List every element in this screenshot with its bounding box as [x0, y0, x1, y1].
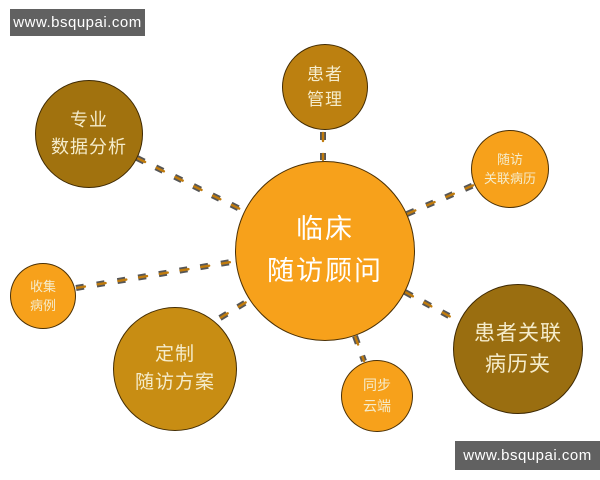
connector-center-to-record-folder: [403, 289, 462, 325]
node-label-line: 随访顾问: [267, 256, 383, 286]
node-custom-followup-plan: 定制 随访方案: [113, 307, 237, 431]
connector-center-to-collect-cases: [74, 258, 239, 291]
node-collect-cases: 收集 病例: [10, 263, 76, 329]
watermark-text: www.bsqupai.com: [463, 447, 592, 464]
node-label-line: 同步: [363, 377, 391, 393]
connector-center-to-data-analysis: [135, 155, 246, 214]
node-sync-cloud: 同步 云端: [341, 360, 413, 432]
node-patient-management: 患者 管理: [282, 44, 368, 130]
node-central-topic: 临床 随访顾问: [235, 161, 415, 341]
node-label-line: 随访: [496, 151, 523, 167]
node-label-line: 随访方案: [134, 372, 215, 393]
watermark-bottom-right: www.bsqupai.com: [455, 441, 600, 470]
node-label-line: 患者关联: [474, 321, 562, 345]
connector-center-to-followup-records: [405, 182, 476, 217]
node-professional-data-analysis: 专业 数据分析: [35, 80, 143, 188]
node-followup-linked-records: 随访 关联病历: [471, 130, 549, 208]
node-label-line: 病例: [29, 298, 56, 313]
node-label-line: 数据分析: [51, 137, 127, 157]
node-label-line: 患者: [307, 64, 343, 84]
node-label-line: 收集: [29, 278, 56, 294]
node-label-line: 病历夹: [485, 353, 551, 376]
node-label-line: 定制: [154, 343, 195, 365]
node-label-line: 专业: [70, 110, 108, 130]
watermark-top-left: www.bsqupai.com: [10, 9, 145, 36]
connector-center-to-sync-cloud: [352, 334, 367, 363]
node-label-line: 管理: [307, 90, 343, 109]
node-label-line: 临床: [296, 214, 354, 245]
connector-center-to-custom-plan: [218, 295, 255, 321]
watermark-text: www.bsqupai.com: [13, 14, 142, 31]
node-label-line: 关联病历: [483, 171, 536, 186]
node-patient-linked-record-folder: 患者关联 病历夹: [453, 284, 583, 414]
node-label-line: 云端: [363, 398, 391, 414]
